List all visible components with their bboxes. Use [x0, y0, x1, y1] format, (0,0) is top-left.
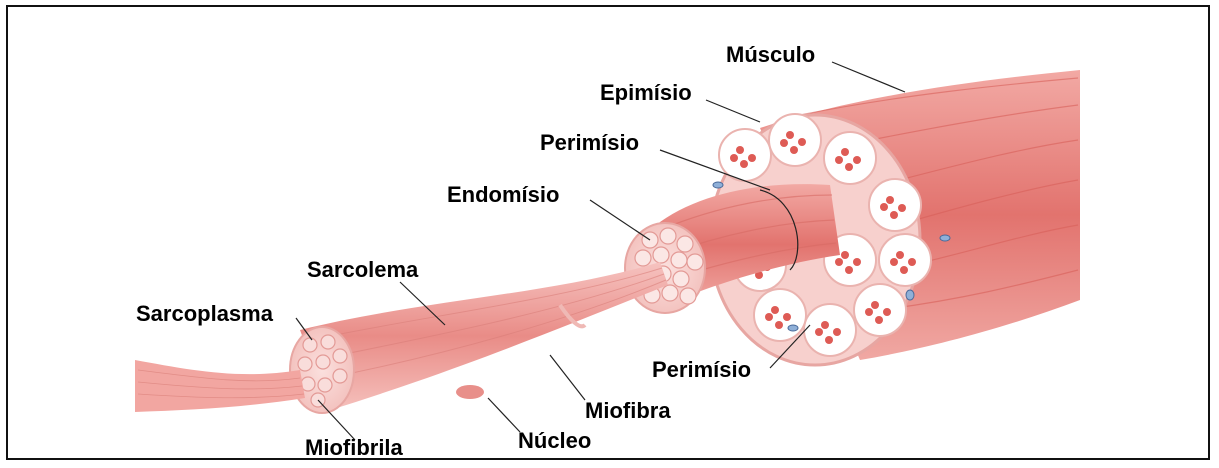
- label-perimisio-bottom: Perimísio: [652, 357, 751, 382]
- label-musculo: Músculo: [726, 42, 815, 67]
- label-perimisio-top: Perimísio: [540, 130, 639, 155]
- label-miofibra: Miofibra: [585, 398, 671, 423]
- myofibril: [135, 360, 305, 412]
- label-epimisio: Epimísio: [600, 80, 692, 105]
- label-miofibrila: Miofibrila: [305, 435, 404, 460]
- label-endomisio: Endomísio: [447, 182, 559, 207]
- label-sarcolema: Sarcolema: [307, 257, 419, 282]
- label-sarcoplasma: Sarcoplasma: [136, 301, 274, 326]
- fiber-cross-section: [290, 327, 354, 413]
- muscle-fiber: [300, 262, 668, 410]
- fascicle-cross-section: [625, 223, 705, 313]
- label-nucleo: Núcleo: [518, 428, 591, 453]
